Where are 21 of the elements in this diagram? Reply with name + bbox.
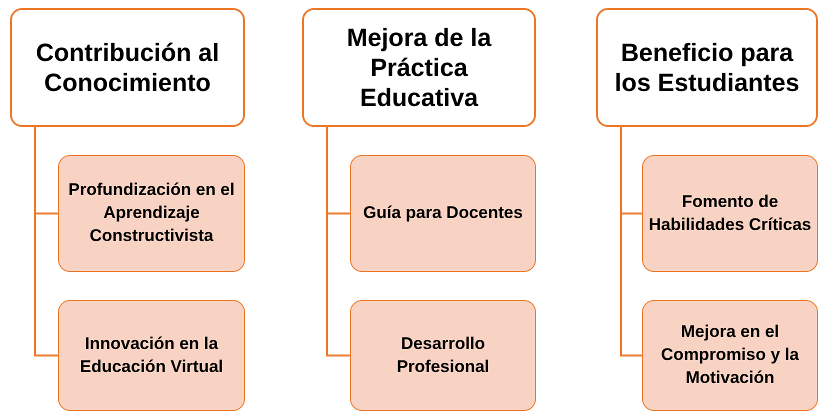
- connector-line: [34, 127, 58, 356]
- item-box: [350, 300, 536, 411]
- connector-line: [326, 127, 350, 356]
- box-text: Guía para Docentes: [363, 202, 523, 224]
- category-box: [302, 8, 536, 127]
- category-box: [596, 8, 818, 127]
- box-text: Profundización en el Aprendizaje Constructivista: [67, 179, 236, 247]
- item-box: [642, 155, 818, 272]
- box-text: Fomento de Habilidades Críticas: [648, 190, 812, 236]
- box-text: Innovación en la Educación Virtual: [78, 332, 224, 378]
- category-box: [10, 8, 245, 127]
- box-text: Mejora en el Compromiso y la Motivación: [660, 321, 800, 389]
- box-text: Mejora de la Práctica Educativa: [346, 22, 492, 112]
- item-box: [350, 155, 536, 272]
- item-box: [642, 300, 818, 411]
- connector-line: [620, 127, 642, 356]
- box-text: Beneficio para los Estudiantes: [614, 38, 800, 98]
- box-text: Contribución al Conocimiento: [34, 38, 220, 98]
- box-text: Desarrollo Profesional: [396, 332, 490, 378]
- item-box: [58, 300, 245, 411]
- item-box: [58, 155, 245, 272]
